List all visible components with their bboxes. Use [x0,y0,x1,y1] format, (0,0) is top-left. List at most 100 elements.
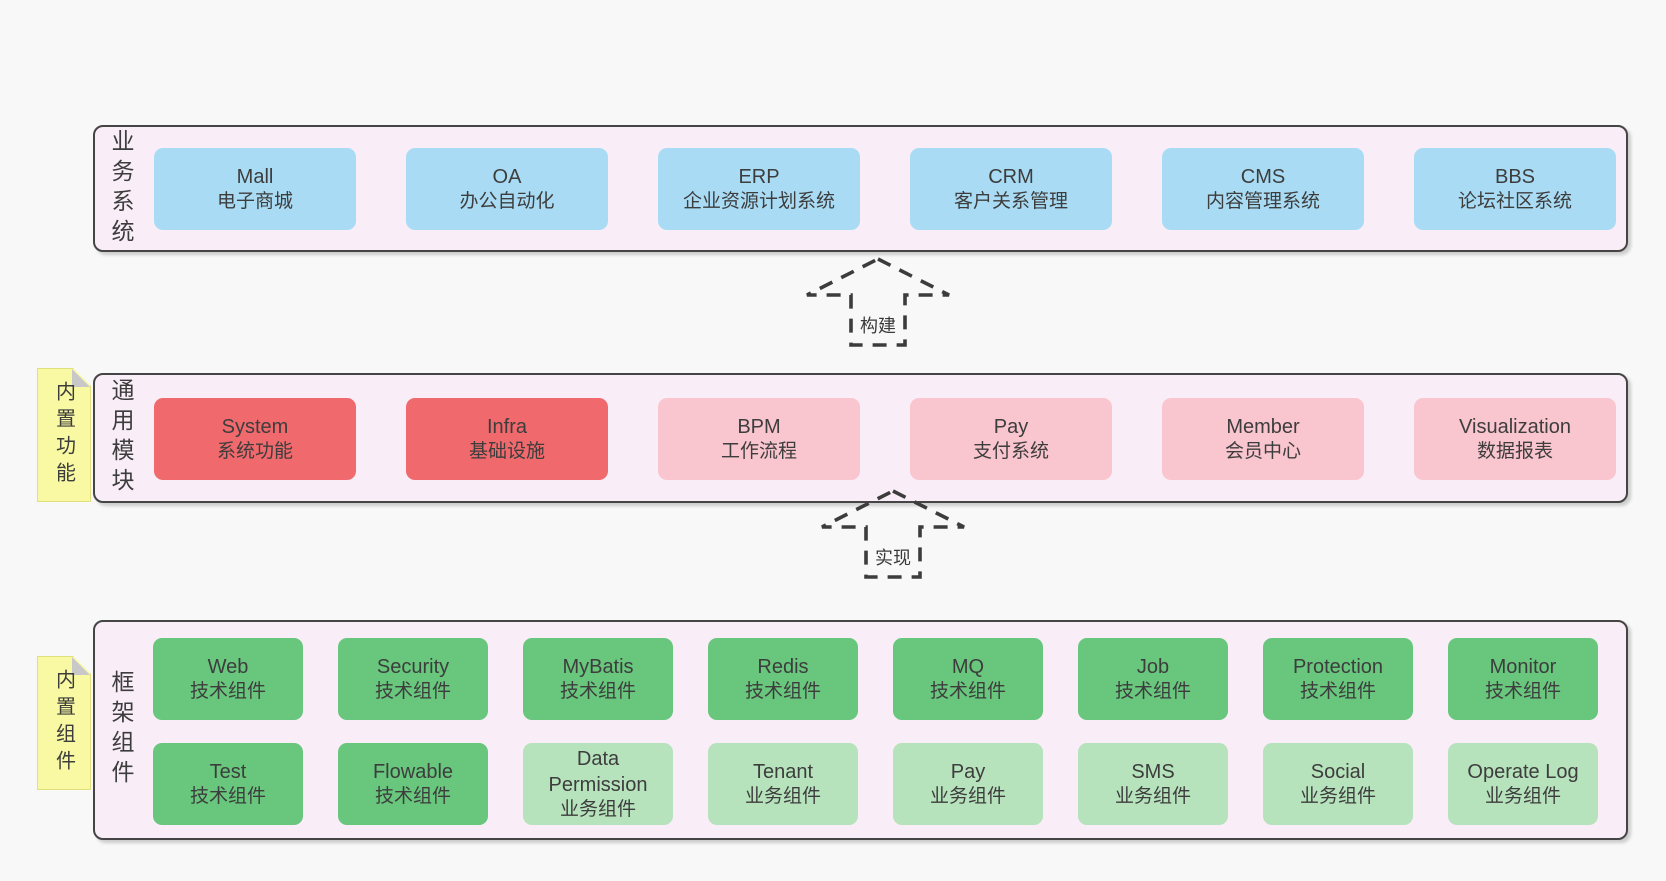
component-box-operate-log: Operate Log 业务组件 [1448,743,1598,825]
component-box-sms: SMS 业务组件 [1078,743,1228,825]
module-box-pay: Pay 支付系统 [910,398,1112,480]
module-box-bpm: BPM 工作流程 [658,398,860,480]
module-box-infra: Infra 基础设施 [406,398,608,480]
box-title: Flowable [372,760,454,783]
box-title: CMS [1240,165,1286,188]
build-arrow-label: 构建 [857,312,899,338]
panel-business-systems: 业务系统 Mall 电子商城 OA 办公自动化 ERP 企业资源计划系统 CRM… [93,125,1628,252]
system-box-mall: Mall 电子商城 [154,148,356,230]
framework-layer-label: 框架组件 [108,670,134,790]
box-subtitle: 业务组件 [559,798,636,820]
box-title: Visualization [1459,415,1571,438]
up-arrow-dashed-icon [806,256,950,347]
box-subtitle: 会员中心 [1224,440,1301,462]
box-subtitle: 业务组件 [1484,785,1561,807]
component-box-security: Security 技术组件 [338,638,488,720]
box-title: BPM [737,415,781,438]
box-title: Mall [236,165,274,188]
component-box-monitor: Monitor 技术组件 [1448,638,1598,720]
box-subtitle: 业务组件 [1114,785,1191,807]
component-box-flowable: Flowable 技术组件 [338,743,488,825]
box-subtitle: 支付系统 [972,440,1049,462]
box-subtitle: 客户关系管理 [953,190,1068,212]
box-subtitle: 技术组件 [189,680,266,702]
framework-box-row-1: Web 技术组件 Security 技术组件 MyBatis 技术组件 Redi… [153,638,1598,720]
sticky-note-builtin-functions: 内置功能 [37,368,91,502]
implement-arrow: 实现 [818,488,968,580]
component-box-mybatis: MyBatis 技术组件 [523,638,673,720]
box-subtitle: 办公自动化 [459,190,555,212]
framework-box-row-2: Test 技术组件 Flowable 技术组件 Data Permission … [153,743,1598,825]
build-arrow: 构建 [803,256,953,348]
box-subtitle: 技术组件 [929,680,1006,702]
box-subtitle: 技术组件 [559,680,636,702]
box-subtitle: 技术组件 [744,680,821,702]
component-box-job: Job 技术组件 [1078,638,1228,720]
common-box-row: System 系统功能 Infra 基础设施 BPM 工作流程 Pay 支付系统… [154,398,1616,480]
box-title: BBS [1494,165,1536,188]
box-title: Social [1310,760,1366,783]
system-box-erp: ERP 企业资源计划系统 [658,148,860,230]
box-subtitle: 技术组件 [374,785,451,807]
module-box-visualization: Visualization 数据报表 [1414,398,1616,480]
component-box-social: Social 业务组件 [1263,743,1413,825]
box-title: Pay [950,760,986,783]
box-title: MyBatis [562,655,634,678]
component-box-mq: MQ 技术组件 [893,638,1043,720]
box-subtitle: 内容管理系统 [1205,190,1320,212]
box-title: Monitor [1489,655,1557,678]
box-subtitle: 电子商城 [216,190,293,212]
box-title: Job [1136,655,1170,678]
panel-framework-components: 框架组件 Web 技术组件 Security 技术组件 MyBatis 技术组件… [93,620,1628,840]
sticky-label: 内置功能 [52,381,75,489]
up-arrow-dashed-icon [821,488,965,579]
box-title: Tenant [752,760,814,783]
box-subtitle: 技术组件 [1114,680,1191,702]
common-layer-label: 通用模块 [108,378,134,498]
component-box-protection: Protection 技术组件 [1263,638,1413,720]
box-title: Data Permission [548,747,648,796]
component-box-test: Test 技术组件 [153,743,303,825]
system-box-crm: CRM 客户关系管理 [910,148,1112,230]
box-title: Protection [1292,655,1384,678]
box-title: MQ [951,655,985,678]
component-box-pay: Pay 业务组件 [893,743,1043,825]
box-subtitle: 技术组件 [374,680,451,702]
component-box-web: Web 技术组件 [153,638,303,720]
component-box-redis: Redis 技术组件 [708,638,858,720]
business-box-row: Mall 电子商城 OA 办公自动化 ERP 企业资源计划系统 CRM 客户关系… [154,148,1616,230]
box-title: Pay [993,415,1029,438]
sticky-label: 内置组件 [52,669,75,777]
implement-arrow-label: 实现 [872,544,914,570]
box-subtitle: 数据报表 [1476,440,1553,462]
box-title: CRM [988,165,1034,188]
sticky-note-builtin-components: 内置组件 [37,656,91,790]
box-title: Test [209,760,247,783]
box-title: System [221,415,289,438]
box-subtitle: 业务组件 [929,785,1006,807]
system-box-oa: OA 办公自动化 [406,148,608,230]
business-layer-label: 业务系统 [108,128,134,249]
box-title: Redis [757,655,809,678]
system-box-cms: CMS 内容管理系统 [1162,148,1364,230]
box-subtitle: 业务组件 [1299,785,1376,807]
box-subtitle: 技术组件 [1299,680,1376,702]
system-box-bbs: BBS 论坛社区系统 [1414,148,1616,230]
module-box-member: Member 会员中心 [1162,398,1364,480]
box-title: OA [492,165,522,188]
box-subtitle: 技术组件 [1484,680,1561,702]
box-subtitle: 业务组件 [744,785,821,807]
box-subtitle: 系统功能 [216,440,293,462]
box-subtitle: 工作流程 [720,440,797,462]
box-title: Security [376,655,450,678]
component-box-data-permission: Data Permission 业务组件 [523,743,673,825]
box-title: Infra [486,415,528,438]
box-title: Operate Log [1467,760,1579,783]
module-box-system: System 系统功能 [154,398,356,480]
box-subtitle: 技术组件 [189,785,266,807]
box-title: ERP [738,165,780,188]
box-title: SMS [1131,760,1175,783]
panel-common-modules: 通用模块 System 系统功能 Infra 基础设施 BPM 工作流程 Pay… [93,373,1628,503]
box-title: Web [207,655,249,678]
